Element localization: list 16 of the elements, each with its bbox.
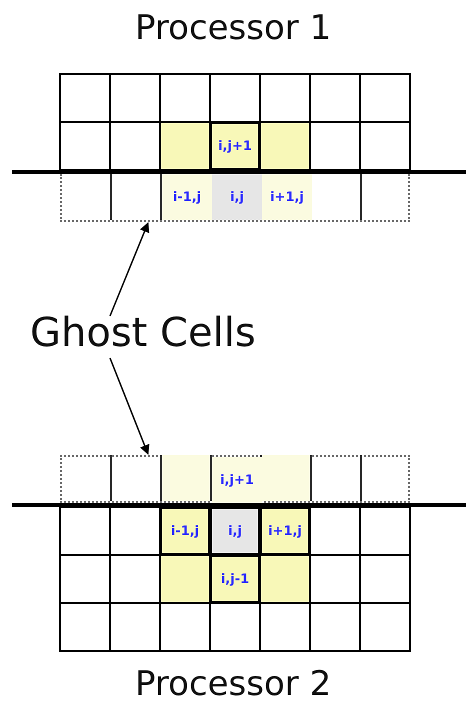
callout-text: Ghost Cells bbox=[30, 310, 256, 356]
grid-cell: i-1,j bbox=[160, 507, 210, 555]
arrow bbox=[109, 358, 150, 455]
grid-cell: i,j-1 bbox=[210, 555, 260, 603]
arrow bbox=[109, 222, 150, 316]
heading: Processor 1 bbox=[135, 8, 332, 48]
heading: Processor 2 bbox=[135, 664, 332, 704]
grid-cell: i,j+1 bbox=[212, 457, 262, 503]
grid-cell: i,j+1 bbox=[210, 122, 260, 170]
ghost-cell-row bbox=[60, 174, 410, 222]
grid-cell: i+1,j bbox=[260, 507, 310, 555]
grid-cell: i,j bbox=[212, 174, 262, 220]
grid-cell: i,j bbox=[210, 507, 260, 555]
ghost-cell-row bbox=[60, 455, 410, 503]
grid-cell: i+1,j bbox=[262, 174, 312, 220]
grid-cell: i-1,j bbox=[162, 174, 212, 220]
